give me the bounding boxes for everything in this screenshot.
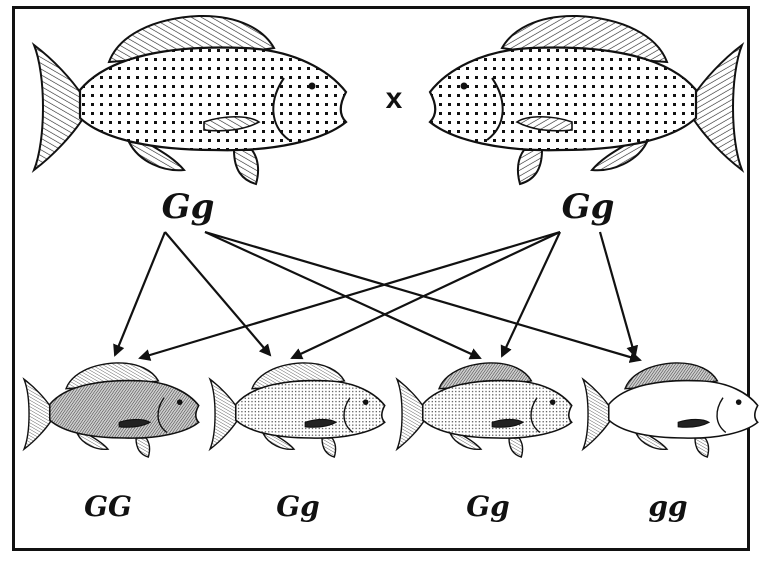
offspring-fish-gg — [581, 362, 759, 458]
offspring-fish-GG — [22, 362, 200, 458]
arrow-right-to-gg4 — [598, 231, 639, 358]
parent-genotype-right: Gg — [562, 187, 615, 227]
cross-symbol: x — [386, 82, 403, 115]
arrow-right-to-gg3 — [500, 231, 561, 358]
arrow-right-to-gg1 — [138, 230, 561, 361]
parent-genotype-left: Gg — [162, 187, 215, 227]
offspring-fish-Gg-2 — [395, 362, 573, 458]
offspring-genotype-1: GG — [84, 490, 132, 523]
arrow-left-to-gg2 — [164, 231, 272, 357]
parent-fish-left — [31, 14, 348, 186]
offspring-genotype-3: Gg — [466, 490, 510, 523]
arrow-left-to-gg1 — [113, 231, 167, 357]
arrow-right-to-gg2 — [290, 231, 561, 360]
parent-fish-right — [428, 14, 745, 186]
offspring-fish-Gg-1 — [208, 362, 386, 458]
inheritance-arrows — [113, 230, 642, 363]
offspring-genotype-4: gg — [648, 490, 687, 523]
arrow-left-to-gg3 — [204, 230, 482, 360]
offspring-genotype-2: Gg — [276, 490, 320, 523]
